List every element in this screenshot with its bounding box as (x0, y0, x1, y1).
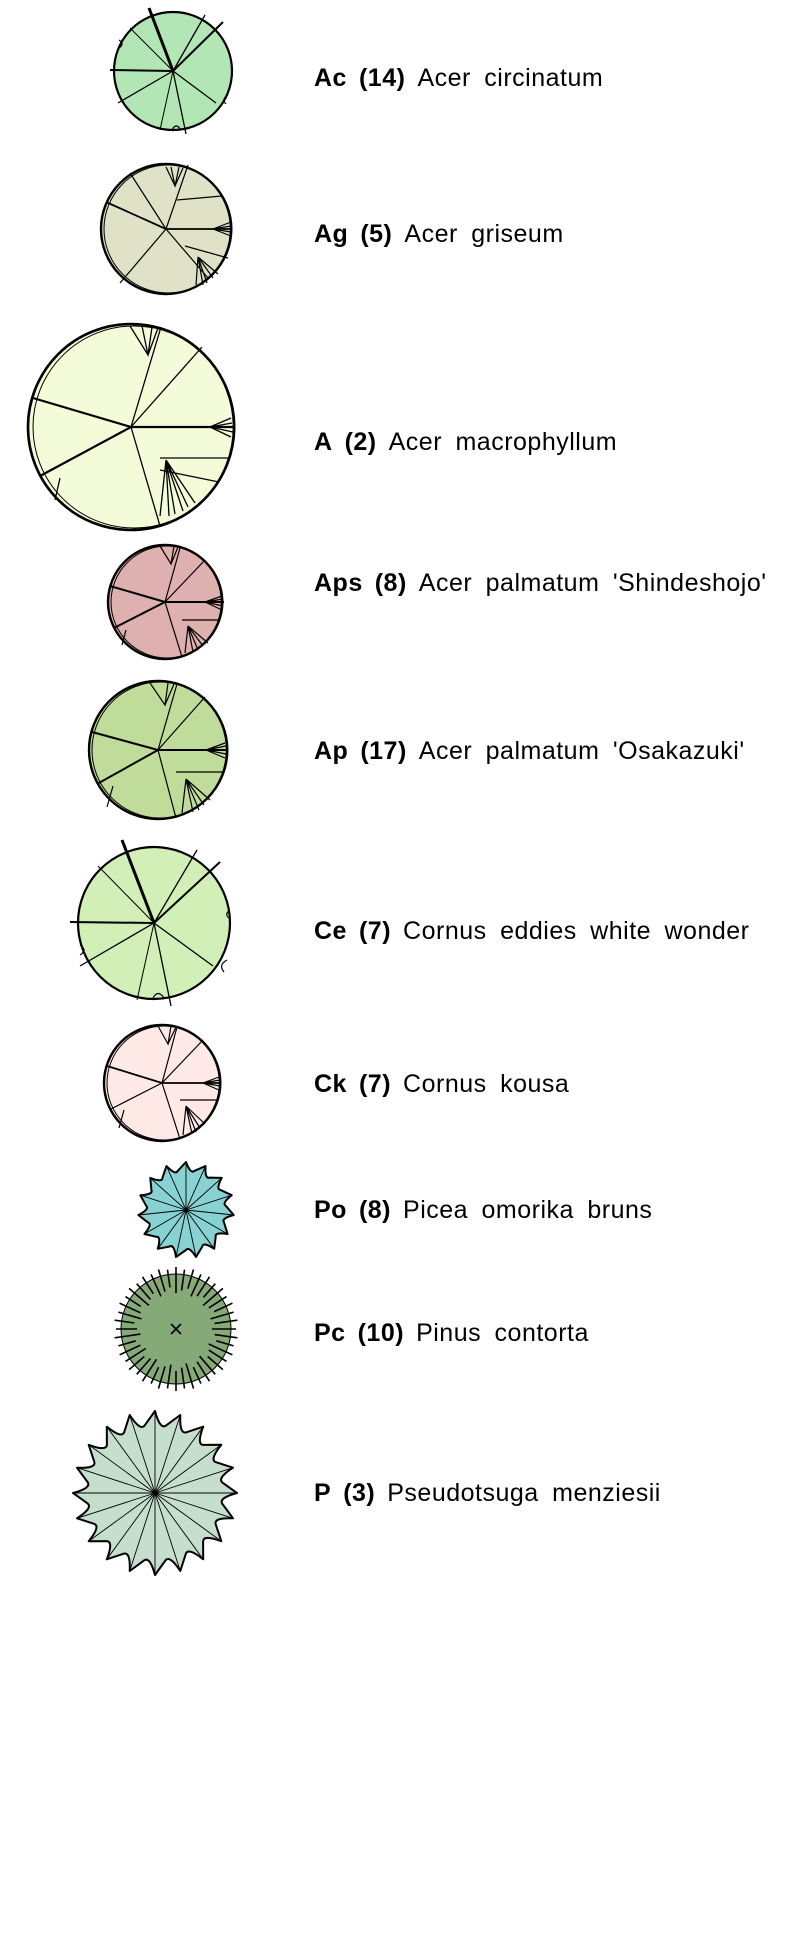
pine-needle-icon (114, 1267, 238, 1391)
species-code: Ac (314, 64, 347, 92)
legend-label-ag: Ag (5) Acer griseum (314, 219, 564, 249)
species-count: (5) (360, 220, 393, 248)
deciduous-canopy-icon (106, 543, 224, 661)
species-code: Ap (314, 737, 349, 765)
legend-label-ck: Ck (7) Cornus kousa (314, 1069, 569, 1099)
species-name: Acer griseum (404, 220, 564, 248)
species-count: (8) (358, 1196, 392, 1224)
species-name: Cornus eddies white wonder (403, 917, 750, 945)
legend-label-po: Po (8) Picea omorika bruns (314, 1195, 652, 1225)
legend-label-ac: Ac (14) Acer circinatum (314, 63, 603, 93)
species-name: Acer circinatum (417, 64, 604, 92)
species-count: (7) (358, 1070, 392, 1098)
conifer-star-icon (137, 1161, 235, 1258)
deciduous-branch-icon (69, 839, 232, 1007)
legend-label-pc: Pc (10) Pinus contorta (314, 1318, 589, 1348)
legend-label-a: A (2) Acer macrophyllum (314, 427, 617, 457)
deciduous-canopy-icon (102, 1023, 222, 1143)
deciduous-canopy-icon (26, 322, 236, 532)
species-code: Ck (314, 1070, 347, 1098)
legend-label-aps: Aps (8) Acer palmatum 'Shindeshojo' (314, 568, 767, 598)
deciduous-canopy-icon (87, 679, 229, 821)
species-count: (8) (374, 569, 407, 597)
species-count: (10) (357, 1319, 405, 1347)
species-code: A (314, 428, 333, 456)
species-name: Pinus contorta (416, 1319, 589, 1347)
deciduous-canopy-icon (99, 162, 233, 296)
species-name: Acer palmatum 'Osakazuki' (418, 737, 745, 765)
species-code: Ce (314, 917, 347, 945)
species-code: P (314, 1479, 332, 1507)
species-code: Ag (314, 220, 349, 248)
species-count: (3) (343, 1479, 376, 1507)
species-count: (17) (360, 737, 407, 765)
species-name: Acer palmatum 'Shindeshojo' (418, 569, 767, 597)
legend-label-p: P (3) Pseudotsuga menziesii (314, 1478, 661, 1508)
legend-label-ce: Ce (7) Cornus eddies white wonder (314, 916, 750, 946)
species-count: (14) (358, 64, 406, 92)
species-count: (2) (344, 428, 377, 456)
species-name: Cornus kousa (403, 1070, 570, 1098)
legend-label-ap: Ap (17) Acer palmatum 'Osakazuki' (314, 736, 745, 766)
species-name: Picea omorika bruns (403, 1196, 653, 1224)
species-name: Pseudotsuga menziesii (387, 1479, 661, 1507)
species-count: (7) (358, 917, 392, 945)
deciduous-branch-icon (109, 7, 234, 135)
species-code: Pc (314, 1319, 346, 1347)
species-name: Acer macrophyllum (388, 428, 618, 456)
conifer-star-icon (72, 1410, 238, 1576)
species-code: Aps (314, 569, 363, 597)
species-code: Po (314, 1196, 347, 1224)
